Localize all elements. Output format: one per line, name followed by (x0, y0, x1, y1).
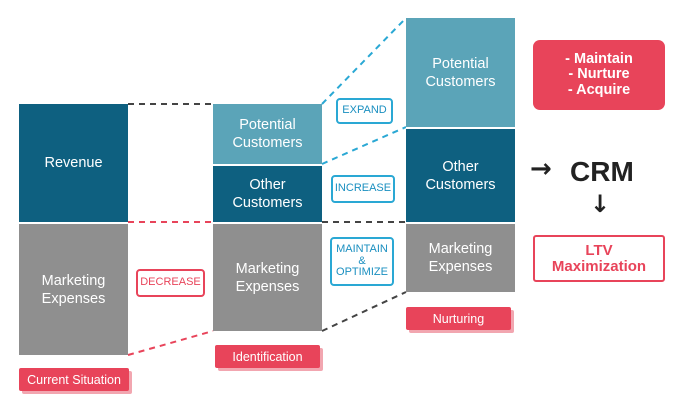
stage-label-identification: Identification (215, 345, 320, 368)
crm-goals-box: - Maintain - Nurture - Acquire (533, 40, 665, 110)
increase-tag: INCREASE (331, 175, 395, 203)
revenue-block: Revenue (19, 104, 128, 222)
bottom-connector-1 (127, 330, 214, 356)
down-arrow-icon: ↓ (590, 190, 611, 218)
decrease-tag: DECREASE (136, 269, 205, 297)
bottom-connector-2 (321, 291, 407, 332)
right-arrow-icon: → (530, 154, 552, 184)
stage-label-current-situation: Current Situation (19, 368, 129, 391)
mid-connector-2 (321, 126, 407, 165)
top-connector-2 (321, 17, 407, 105)
potential-customers-block-identification: Potential Customers (213, 104, 322, 164)
other-customers-block-identification: Other Customers (213, 164, 322, 222)
expand-tag: EXPAND (336, 98, 393, 124)
potential-customers-block-nurturing: Potential Customers (406, 18, 515, 127)
marketing-expenses-block-identification: Marketing Expenses (213, 222, 322, 331)
other-customers-block-nurturing: Other Customers (406, 127, 515, 222)
crm-label: CRM (570, 156, 634, 187)
ltv-maximization-box: LTV Maximization (533, 235, 665, 282)
stage-label-nurturing: Nurturing (406, 307, 511, 330)
marketing-expenses-block-current: Marketing Expenses (19, 222, 128, 355)
marketing-expenses-block-nurturing: Marketing Expenses (406, 222, 515, 292)
maintain-optimize-tag: MAINTAIN & OPTIMIZE (330, 237, 394, 286)
